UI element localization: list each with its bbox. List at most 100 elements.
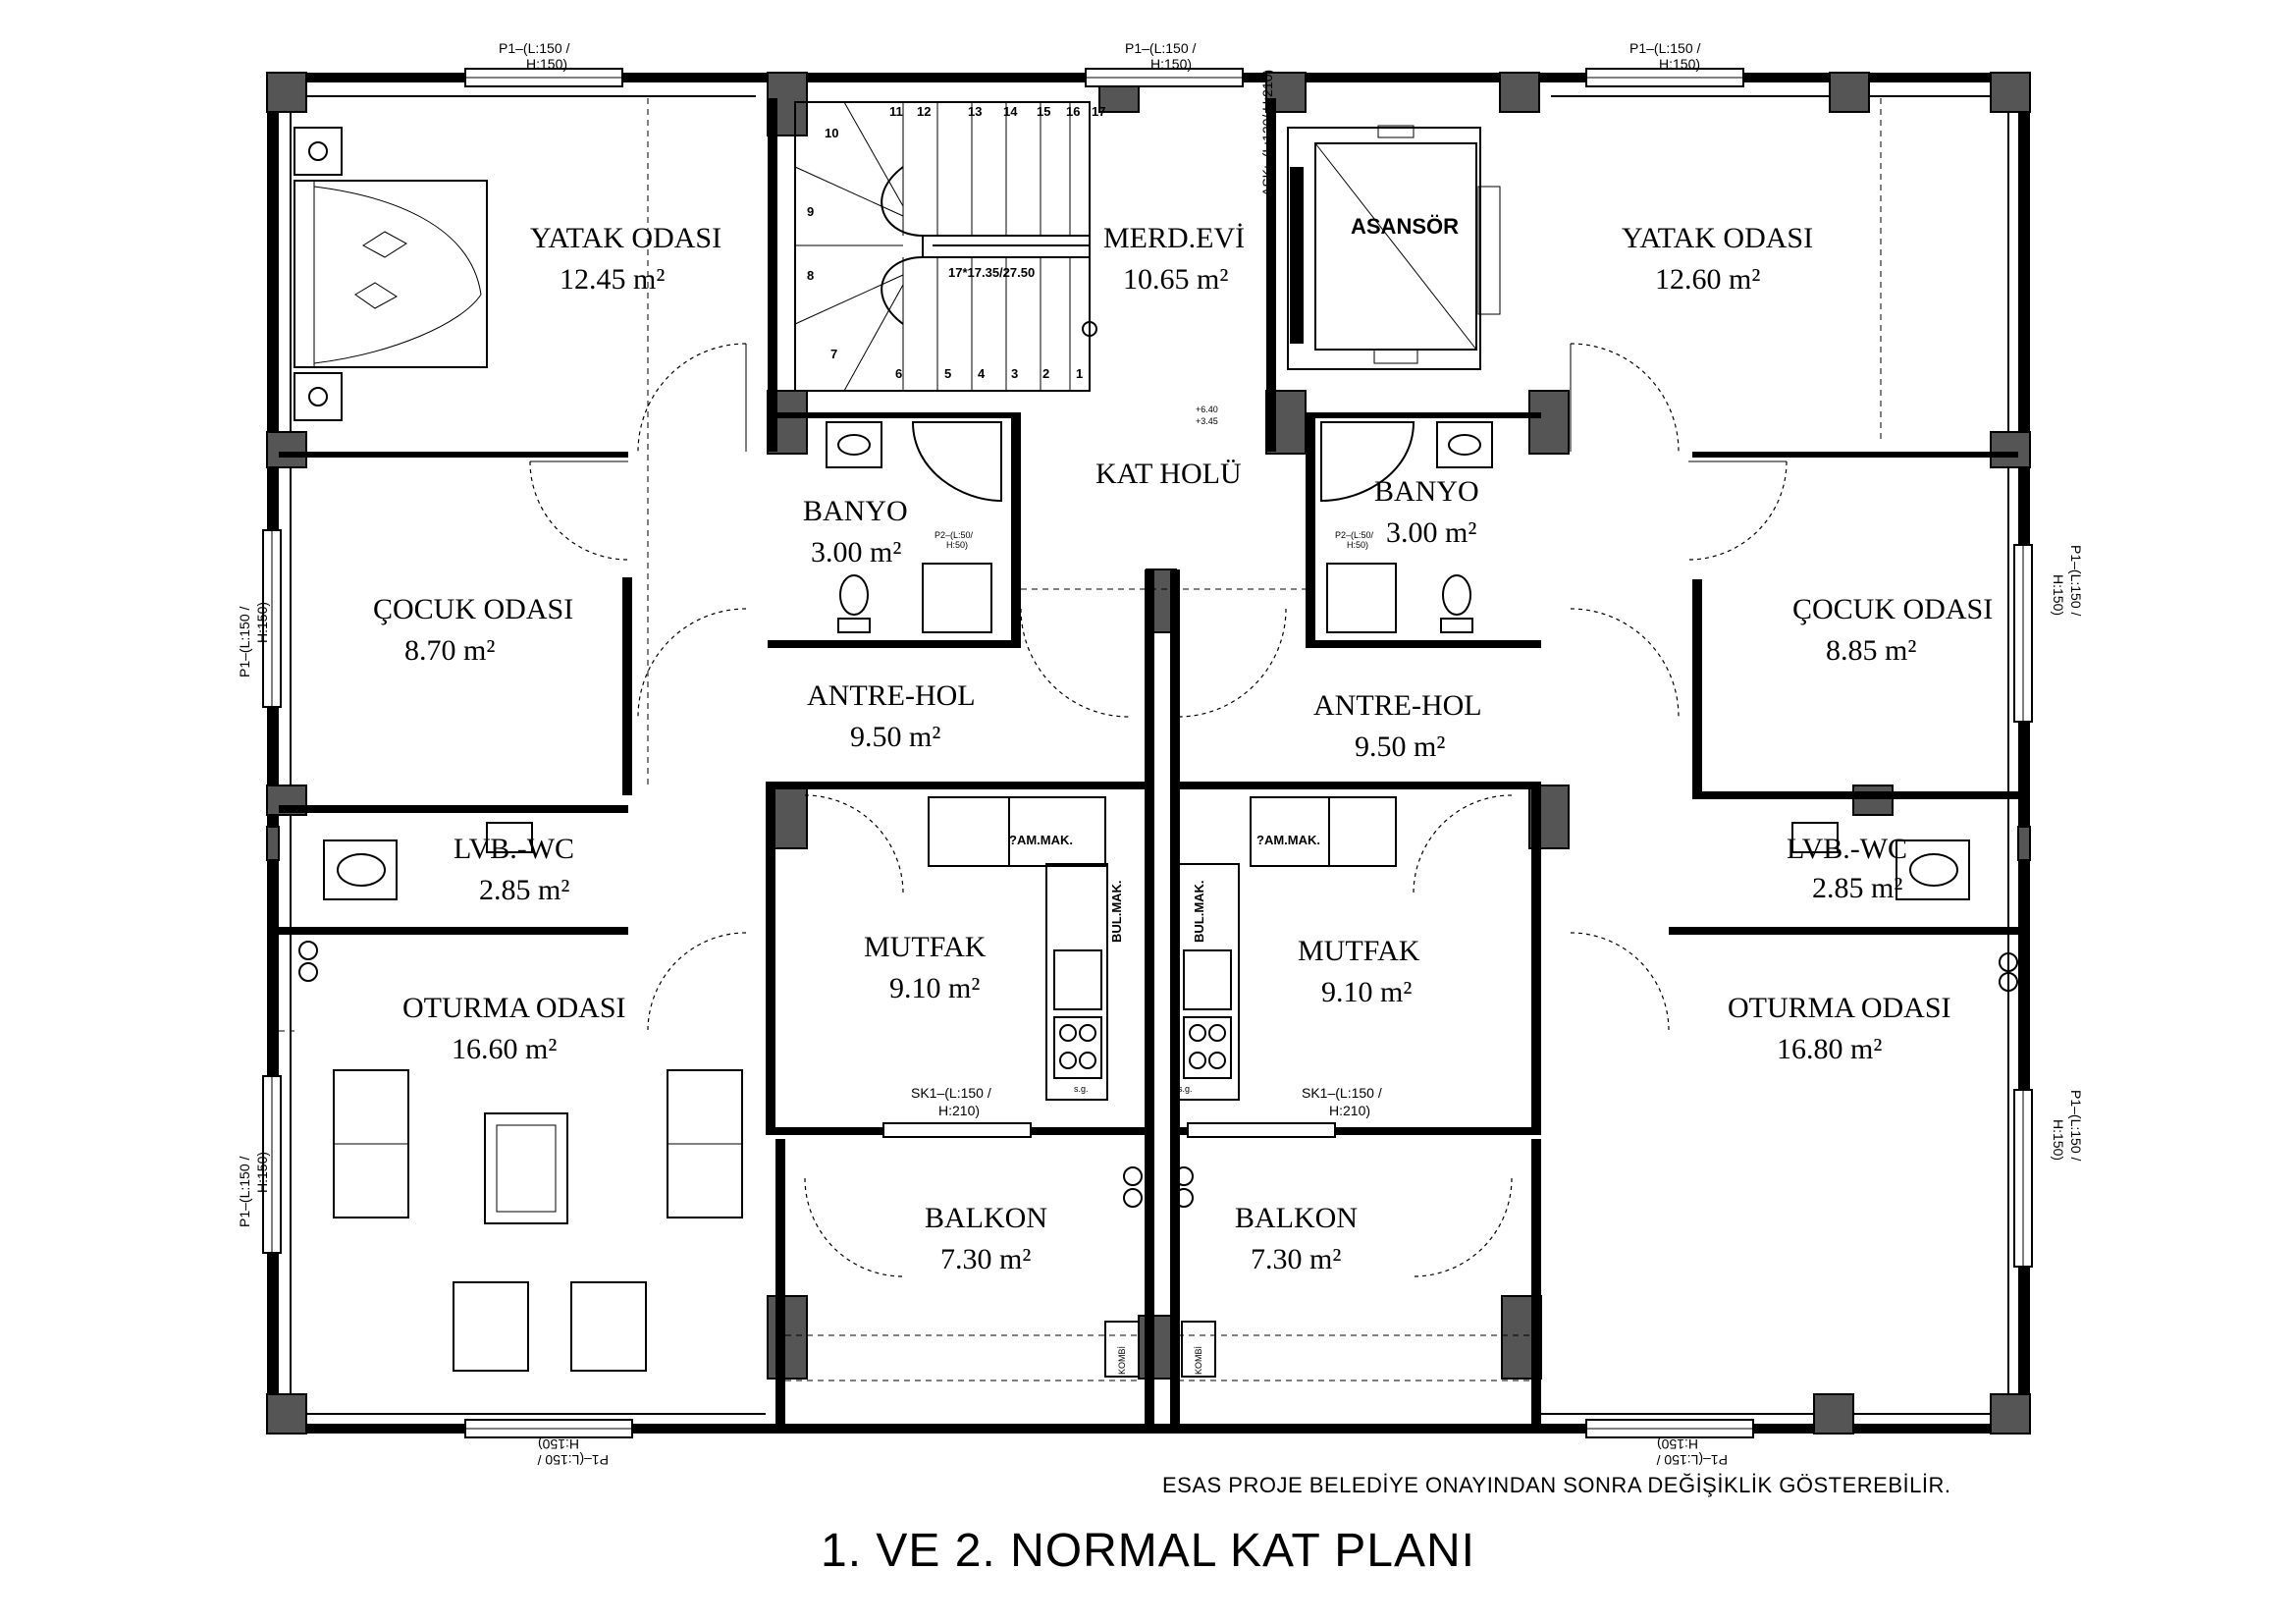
window-label: P1–(L:150 / [2068, 1090, 2084, 1161]
step-number: 16 [1066, 104, 1080, 119]
kitchen-door-label: SK1–(L:150 / [911, 1085, 991, 1101]
step-number: 7 [830, 347, 837, 361]
window-label: P1–(L:150 / [538, 1452, 609, 1468]
dishwasher-label: BUL.MAK. [1192, 880, 1206, 943]
step-number: 4 [978, 366, 986, 381]
stair-spec: 17*17.35/27.50 [948, 265, 1035, 280]
room-area: 12.60 m² [1655, 263, 1760, 296]
step-number: 9 [807, 204, 814, 219]
room-area: 10.65 m² [1123, 263, 1228, 296]
window-label: H:150) [526, 56, 567, 72]
room-area: 3.00 m² [1386, 516, 1476, 549]
room-name: ÇOCUK ODASI [1792, 593, 1993, 625]
step-number: 12 [917, 104, 931, 119]
window-label: H:150) [254, 1152, 270, 1193]
window-label: H:150) [254, 602, 270, 643]
bath-window-label: P2–(L:50/ [1335, 530, 1374, 540]
windows [262, 68, 2033, 1438]
bath-fixtures-right [1320, 421, 1493, 633]
room-name: MUTFAK [864, 931, 987, 963]
step-number: 5 [944, 366, 951, 381]
window-labels: P1–(L:150 / H:150) P1–(L:150 / H:150) P1… [237, 40, 2084, 1468]
valve-label: s.g. [1074, 1084, 1089, 1094]
plan-title: 1. VE 2. NORMAL KAT PLANI [821, 1525, 1475, 1577]
living-furniture [298, 941, 2018, 1372]
room-name: YATAK ODASI [530, 222, 721, 254]
room-labels: YATAK ODASI 12.45 m² MERD.EVİ 10.65 m² Y… [373, 222, 1993, 1275]
kombi-label: KOMBİ [1194, 1346, 1203, 1375]
kombi: KOMBİ KOMBİ [1104, 1321, 1216, 1378]
step-number: 6 [895, 366, 902, 381]
lift-door-label: ASK:–(L:120/ H:210) [1259, 70, 1275, 196]
elevation-label: +6.40 [1196, 405, 1218, 414]
step-number: 1 [1076, 366, 1083, 381]
step-number: 3 [1011, 366, 1018, 381]
door-swings [529, 343, 1788, 1277]
bath-fixtures-left [826, 421, 1002, 633]
room-name: KAT HOLÜ [1095, 458, 1242, 490]
interior-walls [279, 98, 2018, 1424]
approval-note: ESAS PROJE BELEDİYE ONAYINDAN SONRA DEĞİ… [1162, 1473, 1951, 1497]
elevation-label: +3.45 [1196, 416, 1218, 426]
step-number: 14 [1003, 104, 1018, 119]
room-area: 8.85 m² [1826, 634, 1916, 667]
room-name: BANYO [803, 495, 908, 527]
staircase: 1 2 3 4 5 6 7 8 9 10 11 12 13 14 15 16 1… [794, 101, 1218, 426]
window-label: H:150) [1657, 1436, 1698, 1452]
room-name: BALKON [1235, 1202, 1358, 1234]
room-area: 12.45 m² [560, 263, 665, 296]
washer-label: ?AM.MAK. [1256, 833, 1320, 847]
room-name: MUTFAK [1298, 935, 1420, 967]
window-label: H:150) [1659, 56, 1700, 72]
window-label: P1–(L:150 / [2068, 545, 2084, 616]
room-area: 2.85 m² [479, 874, 569, 906]
room-area: 2.85 m² [1812, 872, 1902, 904]
room-name: OTURMA ODASI [1728, 992, 1951, 1024]
room-name: LVB.-WC [1787, 833, 1907, 865]
room-name: ÇOCUK ODASI [373, 593, 573, 625]
room-area: 9.10 m² [1321, 976, 1412, 1008]
kitchen-door-label: SK1–(L:150 / [1302, 1085, 1382, 1101]
washer-label: ?AM.MAK. [1009, 833, 1073, 847]
step-number: 13 [968, 104, 982, 119]
step-number: 10 [825, 126, 838, 140]
bed [294, 127, 488, 421]
room-area: 3.00 m² [811, 536, 901, 568]
bath-window-label: P2–(L:50/ [934, 530, 974, 540]
kitchen-right: ?AM.MAK. BUL.MAK. s.g. [1177, 796, 1397, 1101]
step-number: 8 [807, 268, 814, 283]
step-number: 11 [889, 104, 903, 119]
wc-fixtures [323, 822, 1970, 900]
kitchen-door-label: H:210) [938, 1103, 980, 1118]
room-area: 9.50 m² [1355, 731, 1445, 763]
room-name: OTURMA ODASI [402, 992, 626, 1024]
kitchen-left: ?AM.MAK. BUL.MAK. s.g. [928, 796, 1124, 1101]
room-area: 9.10 m² [889, 972, 980, 1004]
window-label: H:150) [2051, 1119, 2066, 1161]
step-number: 2 [1042, 366, 1049, 381]
room-name: BANYO [1374, 475, 1479, 508]
room-area: 7.30 m² [940, 1243, 1031, 1275]
step-number: 15 [1037, 104, 1050, 119]
bath-window-label: H:50) [946, 540, 968, 550]
window-label: H:150) [2051, 574, 2066, 616]
window-label: H:150) [538, 1436, 579, 1452]
dishwasher-label: BUL.MAK. [1109, 880, 1124, 943]
elevator: ASANSÖR [1287, 125, 1501, 370]
room-area: 16.60 m² [452, 1033, 557, 1065]
room-area: 16.80 m² [1777, 1033, 1882, 1065]
window-label: P1–(L:150 / [1629, 40, 1700, 56]
room-name: ANTRE-HOL [807, 679, 976, 712]
step-number: 17 [1092, 104, 1105, 119]
kombi-label: KOMBİ [1117, 1346, 1127, 1375]
window-label: P1–(L:150 / [237, 607, 252, 677]
window-label: P1–(L:150 / [1657, 1452, 1728, 1468]
window-label: H:150) [1150, 56, 1192, 72]
window-label: P1–(L:150 / [1125, 40, 1196, 56]
room-name: ANTRE-HOL [1313, 689, 1482, 722]
room-area: 9.50 m² [850, 721, 940, 753]
room-name: BALKON [925, 1202, 1047, 1234]
beam-lines [279, 98, 1882, 1381]
room-area: 7.30 m² [1251, 1243, 1341, 1275]
